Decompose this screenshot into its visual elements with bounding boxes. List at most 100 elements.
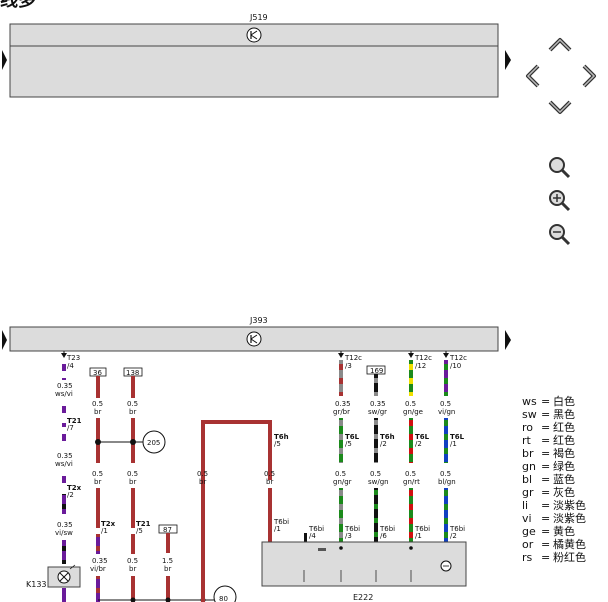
legend-code: ws bbox=[522, 395, 537, 408]
legend-code: li bbox=[522, 499, 528, 512]
page-title-fragment: 线多 bbox=[0, 0, 36, 11]
legend-name: 淡紫色 bbox=[553, 511, 586, 525]
legend-separator: = bbox=[541, 499, 550, 512]
connector-name: T6bi bbox=[308, 525, 324, 533]
connector-name: T6bi bbox=[379, 525, 395, 533]
wire-column-c: 138 0.5 br 0.5 br T21 /5 0.5 br bbox=[98, 367, 151, 602]
connector-pin: /3 bbox=[345, 362, 352, 370]
legend-code: br bbox=[522, 447, 534, 460]
legend-code: vi bbox=[522, 512, 532, 525]
connector-pin: /4 bbox=[67, 362, 74, 370]
scroll-right-arrow-top[interactable] bbox=[505, 50, 511, 70]
legend-name: 粉红色 bbox=[553, 550, 586, 564]
ref-box-label: 87 bbox=[163, 526, 172, 534]
legend-code: ge bbox=[522, 525, 536, 538]
connector-name: T6L bbox=[345, 433, 360, 441]
legend-code: bl bbox=[522, 473, 532, 486]
zoom-fit-icon[interactable] bbox=[549, 157, 571, 179]
legend-separator: = bbox=[541, 447, 550, 460]
module-label-j519: J519 bbox=[249, 13, 268, 22]
legend-code: rs bbox=[522, 551, 533, 564]
transistor-icon bbox=[246, 27, 262, 43]
connector-name: T12c bbox=[449, 354, 467, 362]
wire-size: 0.5 bbox=[370, 470, 381, 478]
wire-size: 0.35 bbox=[57, 521, 73, 529]
connector-name: T21 bbox=[67, 417, 82, 425]
connector-pin: /1 bbox=[450, 440, 457, 448]
wire-size: 0.5 bbox=[197, 470, 208, 478]
legend-code: ro bbox=[522, 421, 533, 434]
connector-pin: /2 bbox=[450, 532, 457, 540]
connector-pin: /7 bbox=[67, 424, 74, 432]
connector-pin: /2 bbox=[380, 440, 387, 448]
connector-pin: /10 bbox=[450, 362, 461, 370]
connector-name: T6L bbox=[450, 433, 465, 441]
legend-name: 淡紫色 bbox=[553, 498, 586, 512]
legend-separator: = bbox=[541, 551, 550, 564]
wire-size: 0.5 bbox=[264, 470, 275, 478]
component-label: E222 bbox=[353, 593, 373, 602]
wire-color: br bbox=[199, 478, 206, 486]
connector-name: T6h bbox=[380, 433, 395, 441]
legend-separator: = bbox=[541, 421, 550, 434]
legend-separator: = bbox=[541, 434, 550, 447]
scroll-left-arrow-top[interactable] bbox=[2, 50, 7, 70]
pan-left-button[interactable] bbox=[526, 64, 540, 88]
legend-code: gn bbox=[522, 460, 536, 473]
circle-label: 80 bbox=[219, 595, 228, 602]
connector-pin: /6 bbox=[380, 532, 387, 540]
scroll-right-arrow-bottom[interactable] bbox=[505, 330, 511, 350]
connector-pin: /1 bbox=[415, 532, 422, 540]
legend-name: 灰色 bbox=[553, 485, 575, 499]
wire-color: sw/gn bbox=[368, 478, 389, 486]
legend-name: 褐色 bbox=[553, 446, 575, 460]
component-label: K133 bbox=[26, 580, 47, 589]
legend-code: gr bbox=[522, 486, 534, 499]
wire-size: 0.5 bbox=[405, 400, 416, 408]
wire-color: gn/rt bbox=[403, 478, 420, 486]
legend-code: or bbox=[522, 538, 534, 551]
wire-color: br bbox=[129, 565, 136, 573]
pan-down-button[interactable] bbox=[548, 100, 572, 114]
legend-separator: = bbox=[541, 460, 550, 473]
connector-name: T12c bbox=[414, 354, 432, 362]
connector-pin: /2 bbox=[415, 440, 422, 448]
legend-name: 橘黄色 bbox=[553, 537, 586, 551]
legend-name: 黑色 bbox=[553, 407, 575, 421]
wire-column-i: T12c /10 0.5 vi/gn T6L /1 0.5 bl/gn T6bi… bbox=[438, 351, 467, 542]
connector-name: T6L bbox=[415, 433, 430, 441]
component-k133: K133 bbox=[26, 564, 81, 589]
wire-color: sw/gr bbox=[368, 408, 387, 416]
connector-name: T12c bbox=[344, 354, 362, 362]
legend-name: 红色 bbox=[553, 433, 575, 447]
legend-separator: = bbox=[541, 525, 550, 538]
connector-name: T21 bbox=[136, 520, 151, 528]
transistor-icon bbox=[246, 331, 262, 347]
wire-size: 0.5 bbox=[92, 470, 103, 478]
wire-color: br bbox=[164, 565, 171, 573]
connector-name: T23 bbox=[66, 354, 80, 362]
ref-box-label: 169 bbox=[370, 367, 383, 375]
zoom-out-icon[interactable] bbox=[549, 224, 571, 246]
pan-up-button[interactable] bbox=[548, 38, 572, 52]
scroll-left-arrow-bottom[interactable] bbox=[2, 330, 7, 350]
wire-color: gr/br bbox=[333, 408, 350, 416]
connector-name: T2x bbox=[67, 484, 82, 492]
wire-size: 0.35 bbox=[370, 400, 386, 408]
zoom-in-icon[interactable] bbox=[549, 190, 571, 212]
reference-circle-80: 80 bbox=[213, 585, 237, 602]
wire-color: bl/gn bbox=[438, 478, 456, 486]
legend-code: sw bbox=[522, 408, 537, 421]
wire-column-f: T12c /3 0.35 gr/br T6L /5 0.5 gn/gr T6bi… bbox=[333, 351, 362, 542]
module-label-j393: J393 bbox=[249, 316, 268, 325]
legend-separator: = bbox=[541, 486, 550, 499]
wire-color: br bbox=[266, 478, 273, 486]
legend-separator: = bbox=[541, 473, 550, 486]
pan-right-button[interactable] bbox=[582, 64, 596, 88]
connector-name: T2x bbox=[101, 520, 116, 528]
connector-name: T6bi bbox=[344, 525, 360, 533]
connector-name: T6h bbox=[274, 433, 289, 441]
wire-color: vi/sw bbox=[55, 529, 73, 537]
wire-color: br bbox=[94, 408, 101, 416]
wire-color: br bbox=[94, 478, 101, 486]
